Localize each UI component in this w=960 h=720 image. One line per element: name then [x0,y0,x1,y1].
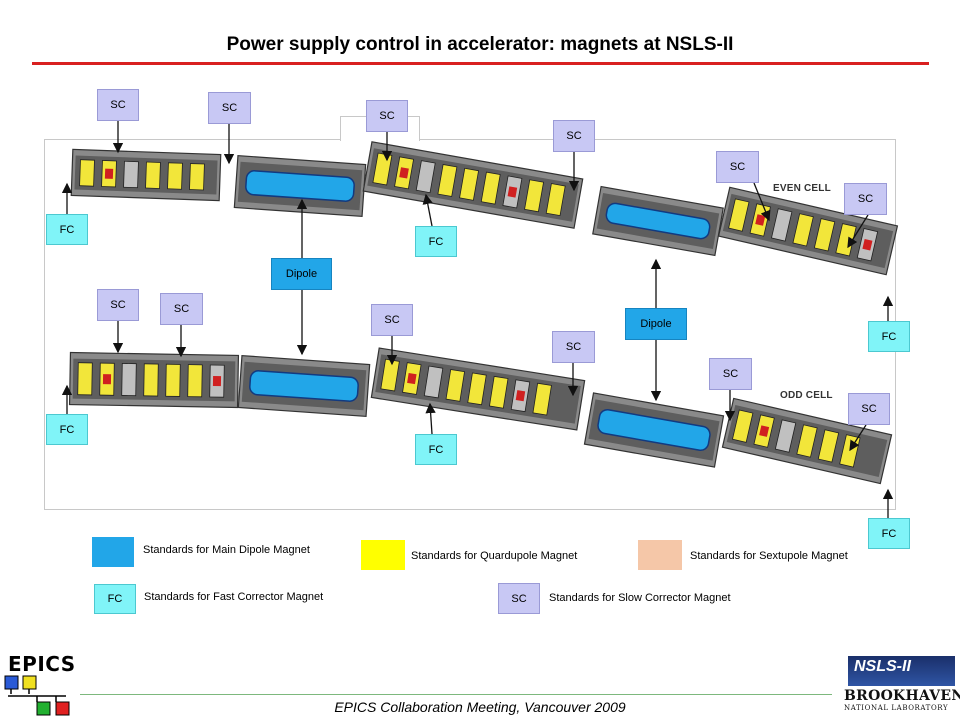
footer-divider [80,694,832,695]
fc-label-even-1: FC [46,214,88,245]
sc-label-odd-5: SC [709,358,752,390]
connector-arrow-19 [849,424,867,452]
footer-text: EPICS Collaboration Meeting, Vancouver 2… [334,699,626,715]
girder-even-3 [362,141,584,229]
girder-odd-4 [583,392,725,468]
sc-label-even-2: SC [208,92,251,124]
dipole-label-1: Dipole [271,258,332,290]
legend-swatch-slow-corrector: SC [498,583,540,614]
sc-label-even-4: SC [553,120,595,152]
connector-arrow-21 [425,402,436,435]
nsls-logo: NSLS-II [848,656,955,686]
connector-arrow-8 [422,193,433,227]
fc-label-even-2: FC [415,226,457,257]
legend-text-quadrupole: Standards for Quardupole Magnet [411,550,578,562]
legend-text-fast-corrector: Standards for Fast Corrector Magnet [144,591,324,603]
fc-label-even-3: FC [868,321,910,352]
connector-arrow-6 [847,214,869,249]
sc-label-odd-2: SC [160,293,203,325]
sc-label-odd-6: SC [848,393,890,425]
sc-label-even-6: SC [844,183,887,215]
girder-even-2 [233,154,367,218]
legend-swatch-quadrupole [361,540,405,570]
sc-label-odd-1: SC [97,289,139,321]
girder-odd-3 [370,347,586,431]
legend-swatch-fast-corrector: FC [94,584,136,614]
girder-even-1 [70,148,222,202]
epics-network-icon [4,675,70,716]
fc-label-odd-3: FC [868,518,910,549]
girder-even-4 [592,185,724,257]
epics-logo-text: EPICS [8,652,76,676]
legend-text-slow-corrector: Standards for Slow Corrector Magnet [549,592,731,604]
odd-cell-label: ODD CELL [780,390,833,401]
fc-label-odd-2: FC [415,434,457,465]
sc-label-even-3: SC [366,100,408,132]
slide-title: Power supply control in accelerator: mag… [226,34,734,55]
brookhaven-logo-subtitle: NATIONAL LABORATORY [844,704,949,712]
sc-label-even-1: SC [97,89,139,121]
title-divider [32,62,929,65]
sc-label-odd-4: SC [552,331,595,363]
even-cell-label: EVEN CELL [773,183,831,194]
sc-label-odd-3: SC [371,304,413,336]
connector-arrow-5 [753,182,771,222]
dipole-label-2: Dipole [625,308,687,340]
legend-swatch-sextupole [638,540,682,570]
legend-swatch-dipole [92,537,134,567]
fc-label-odd-1: FC [46,414,88,445]
girder-odd-2 [237,354,371,418]
sc-label-even-5: SC [716,151,759,183]
girder-odd-1 [68,351,240,409]
legend-text-dipole: Standards for Main Dipole Magnet [143,544,310,556]
brookhaven-logo: BROOKHAVEN [844,688,960,704]
legend-text-sextupole: Standards for Sextupole Magnet [690,550,848,562]
